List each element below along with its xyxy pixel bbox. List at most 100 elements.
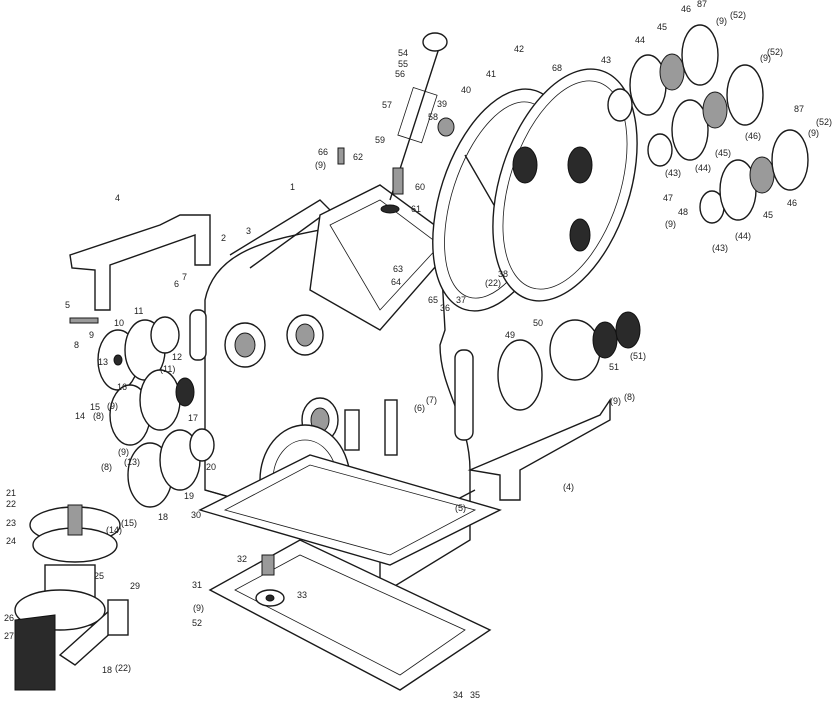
part-label: (9) bbox=[107, 401, 118, 411]
part-label: 22 bbox=[6, 499, 16, 509]
part-label: 64 bbox=[391, 277, 401, 287]
part-label: (52) bbox=[767, 47, 783, 57]
part-label: 5 bbox=[65, 300, 70, 310]
part-label: 52 bbox=[192, 618, 202, 628]
part-label: 2 bbox=[221, 233, 226, 243]
part-label: (9) bbox=[716, 16, 727, 26]
output-shaft bbox=[14, 504, 129, 691]
part-label: 42 bbox=[514, 44, 524, 54]
part-label: (5) bbox=[455, 503, 466, 513]
part-label: 60 bbox=[415, 182, 425, 192]
part-label: 8 bbox=[74, 340, 79, 350]
part-label: 7 bbox=[182, 272, 187, 282]
part-labels: 1 2 3 4 5 6 7 8 9 10 11 12 13 (11) 14 15… bbox=[4, 0, 832, 700]
part-label: 58 bbox=[428, 112, 438, 122]
left-flanges bbox=[69, 316, 215, 508]
part-label: 41 bbox=[486, 69, 496, 79]
part-label: (11) bbox=[160, 364, 175, 374]
part-label: 62 bbox=[353, 152, 363, 162]
part-label: 43 bbox=[601, 55, 611, 65]
part-label: 56 bbox=[395, 69, 405, 79]
part-label: 13 bbox=[98, 357, 108, 367]
part-label: 20 bbox=[206, 462, 216, 472]
part-label: 57 bbox=[382, 100, 392, 110]
part-label: 3 bbox=[246, 226, 251, 236]
part-label: 12 bbox=[172, 352, 182, 362]
part-label: 19 bbox=[184, 491, 194, 501]
part-label: 49 bbox=[505, 330, 515, 340]
part-label: 35 bbox=[470, 690, 480, 700]
part-label: (15) bbox=[121, 518, 137, 528]
part-label: (45) bbox=[715, 148, 731, 158]
part-label: 30 bbox=[191, 510, 201, 520]
part-label: 68 bbox=[552, 63, 562, 73]
part-label: 50 bbox=[533, 318, 543, 328]
part-label: 47 bbox=[663, 193, 673, 203]
part-label: 6 bbox=[174, 279, 179, 289]
part-label: 25 bbox=[94, 571, 104, 581]
part-label: 65 bbox=[428, 295, 438, 305]
part-label: (6) bbox=[414, 403, 425, 413]
part-label: 32 bbox=[237, 554, 247, 564]
part-label: (14) bbox=[106, 525, 122, 535]
part-label: (52) bbox=[816, 117, 832, 127]
part-label: 23 bbox=[6, 518, 16, 528]
part-label: 63 bbox=[393, 264, 403, 274]
part-label: (9) bbox=[760, 53, 771, 63]
part-label: 38 bbox=[498, 269, 508, 279]
part-label: 29 bbox=[130, 581, 140, 591]
part-label: (7) bbox=[426, 395, 437, 405]
part-label: 46 bbox=[681, 4, 691, 14]
part-label: 87 bbox=[794, 104, 804, 114]
part-label: (44) bbox=[695, 163, 711, 173]
part-label: 55 bbox=[398, 59, 408, 69]
part-label: 37 bbox=[456, 295, 466, 305]
part-label: 16 bbox=[117, 382, 127, 392]
part-label: (52) bbox=[730, 10, 746, 20]
part-label: 21 bbox=[6, 488, 16, 498]
part-label: 27 bbox=[4, 631, 14, 641]
part-label: (9) bbox=[118, 447, 129, 457]
dipstick-assembly bbox=[337, 32, 455, 214]
part-label: 36 bbox=[440, 303, 450, 313]
part-label: (43) bbox=[712, 243, 728, 253]
part-label: 46 bbox=[787, 198, 797, 208]
part-label: 18 bbox=[102, 665, 112, 675]
support-yokes bbox=[69, 214, 611, 501]
base-gaskets bbox=[198, 454, 502, 691]
part-label: 15 bbox=[90, 402, 100, 412]
part-label: (8) bbox=[101, 462, 112, 472]
part-label: 66 bbox=[318, 147, 328, 157]
part-label: 45 bbox=[657, 22, 667, 32]
part-label: 1 bbox=[290, 182, 295, 192]
part-label: 26 bbox=[4, 613, 14, 623]
part-label: (46) bbox=[745, 131, 761, 141]
part-label: 11 bbox=[134, 306, 143, 316]
part-label: 87 bbox=[697, 0, 707, 9]
part-label: 44 bbox=[635, 35, 645, 45]
part-label: 51 bbox=[609, 362, 619, 372]
part-label: (44) bbox=[735, 231, 751, 241]
part-label: 33 bbox=[297, 590, 307, 600]
part-label: 34 bbox=[453, 690, 463, 700]
part-label: (9) bbox=[315, 160, 326, 170]
part-label: 45 bbox=[763, 210, 773, 220]
part-label: (4) bbox=[563, 482, 574, 492]
part-label: 40 bbox=[461, 85, 471, 95]
part-label: 18 bbox=[158, 512, 168, 522]
part-label: 48 bbox=[678, 207, 688, 217]
side-cover-rings bbox=[432, 68, 638, 312]
part-label: 39 bbox=[437, 99, 447, 109]
part-label: (22) bbox=[115, 663, 131, 673]
part-label: (9) bbox=[193, 603, 204, 613]
part-label: 17 bbox=[188, 413, 198, 423]
part-label: 54 bbox=[398, 48, 408, 58]
part-label: (13) bbox=[124, 457, 140, 467]
part-label: 61 bbox=[411, 204, 421, 214]
part-label: (9) bbox=[610, 396, 621, 406]
part-label: 14 bbox=[75, 411, 85, 421]
part-label: (8) bbox=[624, 392, 635, 402]
part-label: 24 bbox=[6, 536, 16, 546]
part-label: (43) bbox=[665, 168, 681, 178]
